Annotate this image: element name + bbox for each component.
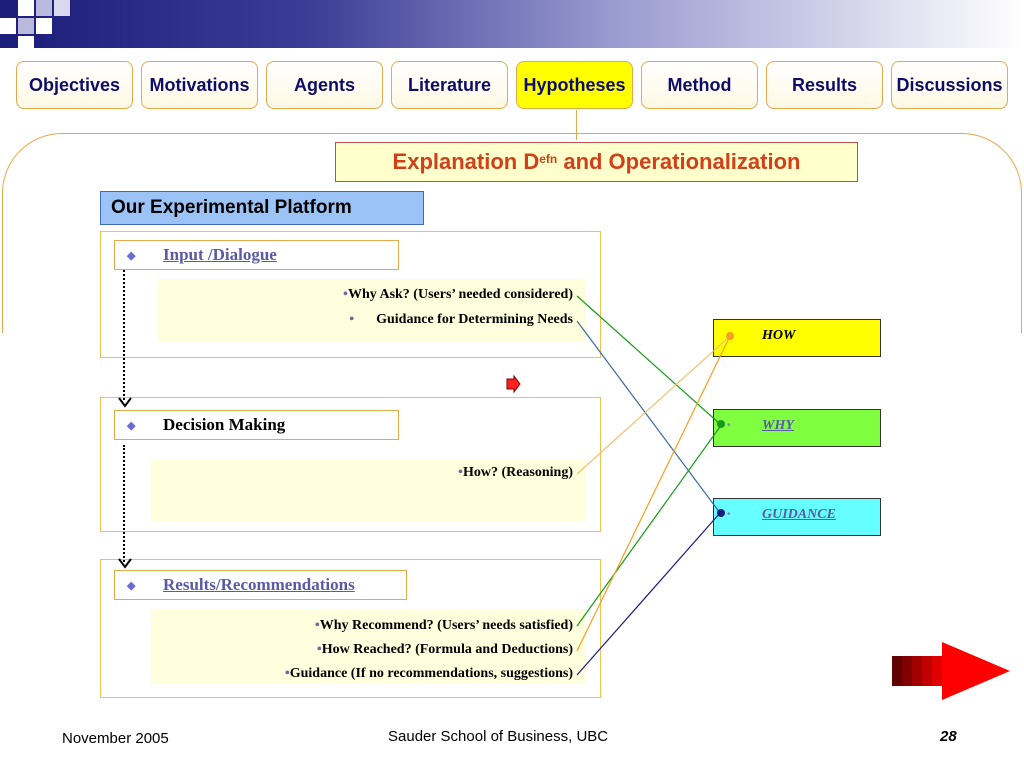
results-section bbox=[100, 559, 601, 698]
title-bar bbox=[0, 0, 1024, 48]
diamond-bullet-icon: ◆ bbox=[127, 249, 136, 262]
guidance-link[interactable]: GUIDANCE bbox=[762, 507, 836, 522]
flow-connector-1 bbox=[123, 270, 125, 400]
how-reached-line bbox=[576, 335, 731, 652]
small-red-arrow-icon bbox=[506, 374, 521, 394]
why-box[interactable]: WHY bbox=[713, 409, 881, 447]
input-section bbox=[100, 231, 601, 358]
list-item: •Why Recommend? (Users’ needs satisfied) bbox=[314, 618, 573, 633]
explanation-rest-text: and Operationalization bbox=[557, 149, 801, 174]
platform-title: Our Experimental Platform bbox=[100, 191, 424, 225]
footer-date: November 2005 bbox=[62, 730, 169, 747]
results-items: •Why Recommend? (Users’ needs satisfied)… bbox=[151, 609, 585, 684]
tab-literature[interactable]: Literature bbox=[391, 61, 508, 109]
decision-making-text: Decision Making bbox=[163, 415, 286, 434]
list-item: •How Reached? (Formula and Deductions) bbox=[316, 642, 573, 657]
decision-items: •How? (Reasoning) bbox=[151, 459, 585, 522]
guidance-results-line bbox=[576, 512, 721, 676]
list-item: •Guidance for Determining Needs bbox=[349, 312, 573, 327]
tab-objectives[interactable]: Objectives bbox=[16, 61, 133, 109]
how-reasoning-line bbox=[576, 335, 731, 475]
how-label: HOW bbox=[762, 328, 796, 343]
list-item: •Guidance (If no recommendations, sugges… bbox=[284, 666, 573, 681]
results-section-label[interactable]: ◆ Results/Recommendations bbox=[114, 570, 407, 600]
footer-school: Sauder School of Business, UBC bbox=[388, 728, 609, 745]
tab-agents[interactable]: Agents bbox=[266, 61, 383, 109]
page-number: 28 bbox=[940, 728, 957, 745]
tab-discussions[interactable]: Discussions bbox=[891, 61, 1008, 109]
why-ask-line bbox=[576, 295, 721, 425]
flow-arrowhead-icon bbox=[118, 397, 132, 408]
explanation-main-text: Explanation D bbox=[392, 149, 540, 174]
tab-results[interactable]: Results bbox=[766, 61, 883, 109]
how-box: HOW bbox=[713, 319, 881, 357]
tab-motivations[interactable]: Motivations bbox=[141, 61, 258, 109]
why-bullet-icon: • bbox=[727, 420, 731, 431]
decision-section bbox=[100, 397, 601, 532]
list-item: •Why Ask? (Users’ needed considered) bbox=[343, 287, 573, 302]
tab-connector bbox=[576, 110, 577, 140]
how-endpoint-dot bbox=[726, 332, 734, 340]
tab-hypotheses[interactable]: Hypotheses bbox=[516, 61, 633, 109]
tab-method[interactable]: Method bbox=[641, 61, 758, 109]
input-dialogue-link[interactable]: Input /Dialogue bbox=[163, 245, 277, 264]
results-recommendations-link[interactable]: Results/Recommendations bbox=[163, 575, 355, 594]
flow-connector-2 bbox=[123, 445, 125, 562]
diamond-bullet-icon: ◆ bbox=[127, 419, 136, 432]
why-endpoint-dot bbox=[717, 420, 725, 428]
why-link[interactable]: WHY bbox=[762, 418, 794, 433]
input-section-label[interactable]: ◆ Input /Dialogue bbox=[114, 240, 399, 270]
content-arc bbox=[2, 133, 1022, 333]
guidance-bullet-icon: • bbox=[727, 509, 731, 520]
explanation-superscript: efn bbox=[539, 152, 558, 166]
diamond-bullet-icon: ◆ bbox=[127, 579, 136, 592]
guidance-box[interactable]: GUIDANCE bbox=[713, 498, 881, 536]
why-recommend-line bbox=[576, 423, 723, 627]
input-items: •Why Ask? (Users’ needed considered) •Gu… bbox=[158, 279, 585, 342]
guidance-needs-line bbox=[576, 320, 721, 514]
list-item: •How? (Reasoning) bbox=[458, 465, 573, 480]
next-slide-arrow-icon bbox=[892, 642, 1010, 700]
decision-section-label: ◆ Decision Making bbox=[114, 410, 399, 440]
flow-arrowhead-icon bbox=[118, 558, 132, 569]
guidance-endpoint-dot bbox=[717, 509, 725, 517]
